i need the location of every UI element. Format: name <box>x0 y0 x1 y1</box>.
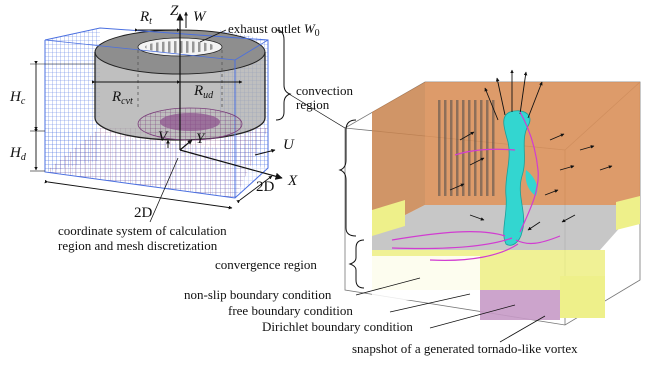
streamlines <box>391 111 561 261</box>
convergence-region-label: convergence region <box>215 257 317 272</box>
convergence-bracket <box>348 239 365 289</box>
hd-sub: d <box>20 152 26 163</box>
caption-line2: region and mesh discretization <box>58 238 218 253</box>
convection-label-leader <box>288 93 346 129</box>
x-axis <box>179 149 283 180</box>
right-domain <box>344 69 641 326</box>
2d-side-dim <box>236 175 273 204</box>
convection-bracket <box>275 29 292 121</box>
hc-label: Hc <box>10 90 25 109</box>
right-bracket <box>338 119 357 237</box>
rcvt-main: R <box>112 89 122 105</box>
hc-main: H <box>10 89 21 105</box>
free-leader <box>389 293 471 313</box>
hd-label: Hd <box>10 146 26 165</box>
u-arrow <box>254 148 276 156</box>
rcvt-sub: cvt <box>121 96 133 107</box>
white-panel <box>372 256 480 300</box>
velocity-vectors <box>449 69 613 231</box>
dirichlet-panel <box>480 290 560 320</box>
y-label: Y <box>196 131 205 147</box>
hd-main: H <box>10 145 21 161</box>
dirichlet-leader <box>429 304 516 329</box>
2d-bottom-dim <box>44 179 233 210</box>
2d-bottom-label: 2D <box>134 205 153 221</box>
vortex-core <box>503 110 531 246</box>
rt-label: Rt <box>140 10 152 29</box>
snapshot-label: snapshot of a generated tornado-like vor… <box>352 341 578 356</box>
domain-box-edge3 <box>234 39 269 61</box>
convection-left <box>372 82 425 232</box>
snapshot-leader <box>499 315 546 343</box>
rt-main: R <box>140 9 150 25</box>
caption-leader <box>149 157 179 223</box>
exhaust-outlet-label: exhaust outlet W0 <box>228 22 320 41</box>
exhaust-outlet-symbol: W <box>303 21 315 36</box>
central-dome-core <box>160 113 220 131</box>
convection-region-label-2: region <box>296 97 330 112</box>
convection-hatch <box>438 100 498 196</box>
caption-line1: coordinate system of calculation <box>58 223 227 238</box>
yellow-bottom-right <box>560 276 605 318</box>
convection-region-label-1: convection <box>296 83 354 98</box>
hc-sub: c <box>20 96 26 107</box>
y-axis <box>179 139 193 151</box>
rt-sub: t <box>149 16 152 27</box>
v-label: V <box>158 129 168 145</box>
domain-box-outline <box>44 27 269 199</box>
2d-side-label: 2D <box>256 179 275 195</box>
rud-label: Rud <box>194 84 213 103</box>
z-axis-label: Z <box>170 3 179 19</box>
dirichlet-label: Dirichlet boundary condition <box>262 319 413 334</box>
vortex-branch <box>525 170 538 196</box>
u-label: U <box>283 137 294 153</box>
x-label: X <box>288 173 298 189</box>
inner-cylinder-dashed <box>137 50 223 110</box>
exhaust-outlet-text: exhaust outlet <box>228 21 304 36</box>
rud-main: R <box>194 83 204 99</box>
non-slip-label: non-slip boundary condition <box>184 287 332 302</box>
free-boundary-label: free boundary condition <box>228 303 353 318</box>
yellow-strip-right <box>616 196 640 230</box>
exhaust-leader <box>199 29 227 43</box>
nonslip-leader <box>355 277 421 296</box>
exhaust-outlet-sub: 0 <box>314 28 320 39</box>
w-label: W <box>193 9 206 25</box>
rcvt-label: Rcvt <box>112 90 133 109</box>
yellow-strip-left <box>372 200 405 236</box>
left-domain <box>30 11 283 223</box>
domain-box-edge2 <box>44 39 236 61</box>
rud-sub: ud <box>203 90 214 101</box>
